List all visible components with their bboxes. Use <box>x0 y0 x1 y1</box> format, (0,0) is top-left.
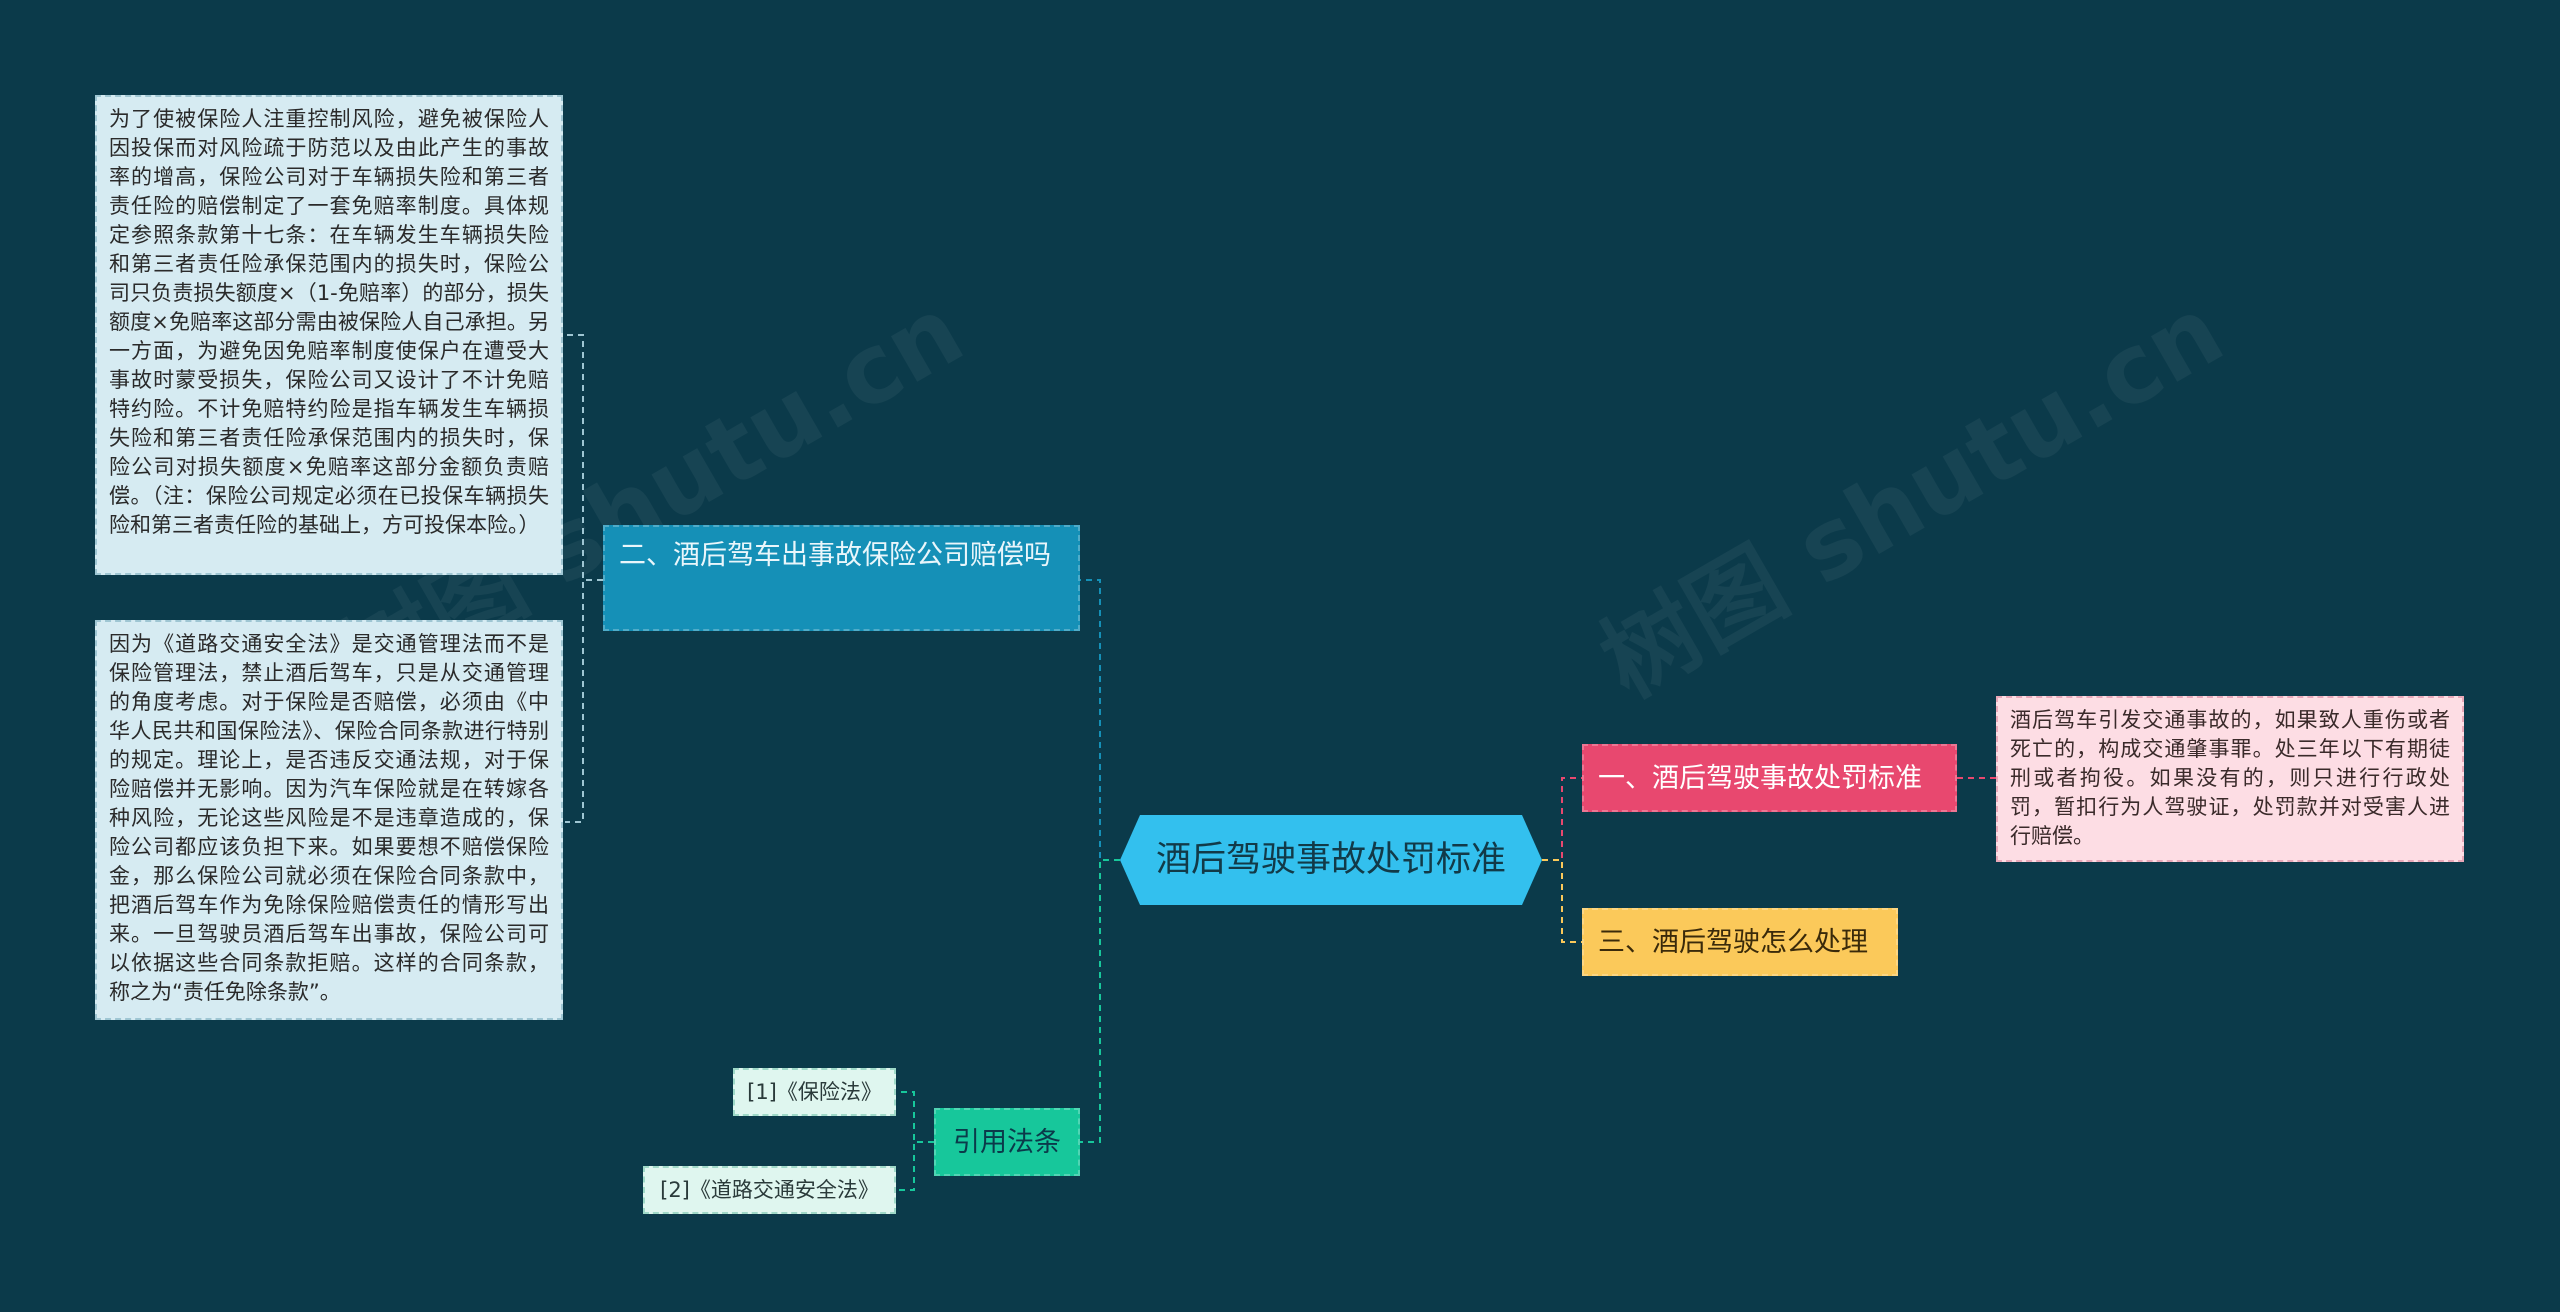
note-insurance-deductible: 为了使被保险人注重控制风险，避免被保险人因投保而对风险疏于防范以及由此产生的事故… <box>95 95 563 575</box>
connector-center-b1 <box>1542 777 1582 861</box>
ref-insurance-law[interactable]: [1]《保险法》 <box>733 1068 896 1116</box>
ref-road-traffic-safety-law[interactable]: [2]《道路交通安全法》 <box>643 1166 896 1214</box>
connector-center-b2 <box>1080 579 1120 861</box>
connector-center-b3 <box>1542 859 1582 943</box>
branch-cited-laws[interactable]: 引用法条 <box>934 1108 1080 1176</box>
branch-how-to-handle[interactable]: 三、酒后驾驶怎么处理 <box>1582 908 1898 976</box>
branch-penalty-standard[interactable]: 一、酒后驾驶事故处罚标准 <box>1582 744 1957 812</box>
central-topic[interactable]: 酒后驾驶事故处罚标准 <box>1120 815 1542 905</box>
connector-center-cite <box>1080 859 1120 1143</box>
branch-insurance-compensation[interactable]: 二、酒后驾车出事故保险公司赔偿吗 <box>603 525 1080 631</box>
connector-b2-n2 <box>565 579 603 823</box>
connector-b2-n1 <box>565 334 603 581</box>
note-penalty-details: 酒后驾车引发交通事故的，如果致人重伤或者死亡的，构成交通肇事罪。处三年以下有期徒… <box>1996 696 2464 862</box>
connector-cite-r2 <box>896 1141 934 1191</box>
connector-cite-r1 <box>896 1091 934 1143</box>
note-traffic-law-vs-insurance: 因为《道路交通安全法》是交通管理法而不是保险管理法，禁止酒后驾车，只是从交通管理… <box>95 620 563 1020</box>
